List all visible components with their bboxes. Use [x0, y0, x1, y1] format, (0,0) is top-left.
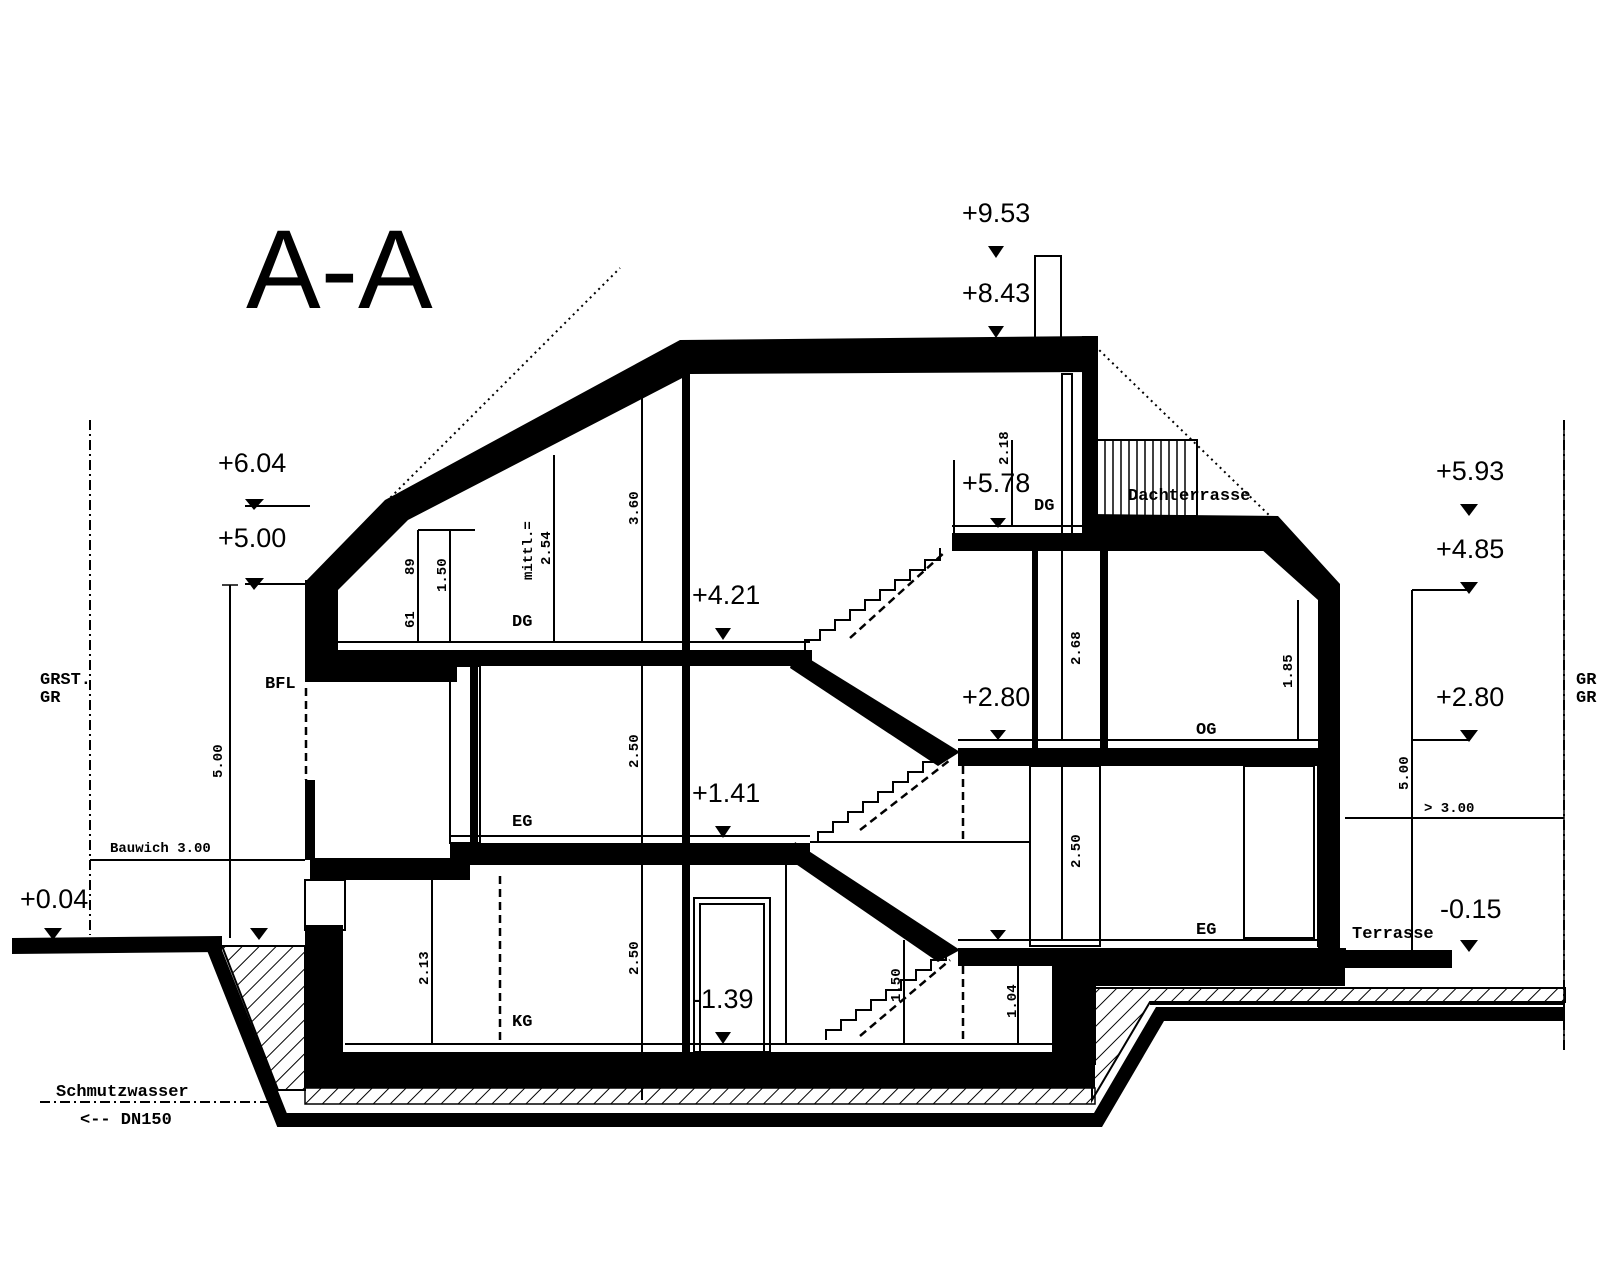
dim-2-50-right: 2.50	[1069, 834, 1085, 868]
floor-og-right: OG	[1196, 721, 1216, 740]
floor-eg-left: EG	[512, 813, 532, 832]
label-bfl: BFL	[265, 675, 296, 694]
dim-3-60: 3.60	[627, 491, 643, 525]
level-1-41: +1.41	[692, 778, 760, 808]
dim-1-85: 1.85	[1281, 654, 1297, 688]
dim-2-50-kg: 2.50	[627, 941, 643, 975]
label-gt-3: > 3.00	[1424, 801, 1474, 817]
ground-left	[12, 936, 222, 954]
dim-5-00: 5.00	[211, 744, 227, 778]
level-6-04: +6.04	[218, 448, 286, 478]
level-4-85: +4.85	[1436, 534, 1504, 564]
dim-2-18: 2.18	[997, 431, 1013, 465]
level-5-78: +5.78	[962, 468, 1030, 498]
floor-kg: KG	[512, 1013, 532, 1032]
label-grst: GRST.	[40, 671, 91, 690]
level-minus-1-39: -1.39	[692, 984, 754, 1014]
label-schmutzwasser: Schmutzwasser	[56, 1083, 189, 1102]
dim-mittl: mittl.=	[521, 521, 537, 580]
level-2-80: +2.80	[962, 682, 1030, 712]
section-title: A-A	[246, 207, 433, 332]
label-gr-right-1: GR	[1576, 671, 1597, 690]
label-dn150: <-- DN150	[80, 1111, 172, 1130]
dim-2-68: 2.68	[1069, 631, 1085, 665]
level-5-93: +5.93	[1436, 456, 1504, 486]
label-bauwich: Bauwich 3.00	[110, 841, 211, 857]
dim-2-13: 2.13	[417, 951, 433, 985]
dim-1-50-stair: 1.50	[889, 968, 905, 1002]
dim-89: 89	[403, 558, 419, 575]
pit-outline	[205, 941, 1565, 1127]
dim-5-00-right: 5.00	[1397, 756, 1413, 790]
railing-bars	[1104, 440, 1186, 516]
level-markers	[44, 246, 1478, 1044]
level-9-53: +9.53	[962, 198, 1030, 228]
dim-2-50-eg: 2.50	[627, 734, 643, 768]
slab-hatch	[304, 1087, 1096, 1105]
label-gr-right-2: GR	[1576, 689, 1597, 708]
dim-61: 61	[403, 611, 419, 628]
label-gr: GR	[40, 689, 61, 708]
level-2-80-right: +2.80	[1436, 682, 1504, 712]
level-8-43: +8.43	[962, 278, 1030, 308]
level-4-21: +4.21	[692, 580, 760, 610]
ground-right	[1322, 950, 1452, 968]
dim-1-50: 1.50	[435, 558, 451, 592]
level-0-04: +0.04	[20, 884, 88, 914]
level-minus-0-15: -0.15	[1440, 894, 1502, 924]
floor-dg-right: DG	[512, 613, 532, 632]
level-5-00: +5.00	[218, 523, 286, 553]
dim-1-04: 1.04	[1005, 984, 1021, 1018]
floor-dg-left: DG	[1034, 497, 1054, 516]
label-dachterrasse: Dachterrasse	[1128, 487, 1250, 506]
label-terrasse: Terrasse	[1352, 925, 1434, 944]
dim-2-54: 2.54	[539, 531, 555, 565]
floor-eg-right: EG	[1196, 921, 1216, 940]
